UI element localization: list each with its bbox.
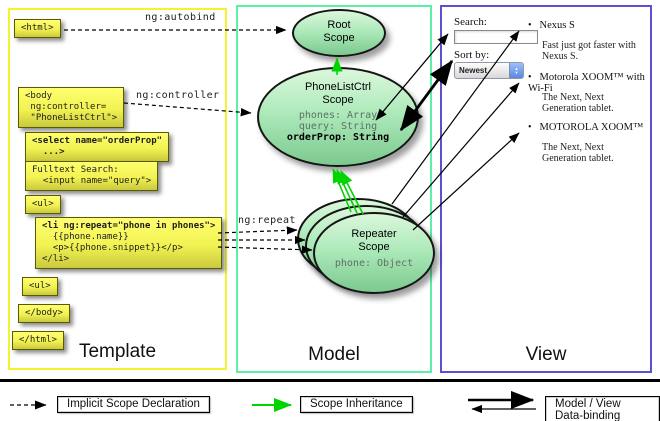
- list-item-title: •Nexus S: [528, 20, 575, 31]
- model-column-label: Model: [308, 344, 360, 365]
- code-select: <select name="orderProp" ...>: [25, 132, 170, 162]
- ng-controller-label: ng:controller: [136, 90, 220, 101]
- scope-prop-query: query: String: [298, 121, 378, 132]
- search-input[interactable]: [454, 30, 538, 44]
- code-html-close: </html>: [12, 331, 64, 350]
- code-body-open: <body ng:controller= "PhoneListCtrl">: [18, 87, 125, 128]
- root-scope-ellipse: Root Scope: [292, 9, 386, 57]
- code-body-close: </body>: [18, 304, 70, 323]
- scope-prop-phone: phone: Object: [334, 258, 414, 269]
- ng-autobind-label: ng:autobind: [145, 12, 216, 23]
- list-item-title: •MOTOROLA XOOM™: [528, 122, 644, 133]
- view-column-label: View: [525, 344, 567, 365]
- search-label: Search:: [454, 16, 487, 28]
- phonelistctrl-scope-ellipse: PhoneListCtrl Scope phones: Array query:…: [257, 67, 419, 167]
- repeater-scope-ellipse-front: Repeater Scope phone: Object: [313, 212, 435, 294]
- code-html-open: <html>: [14, 19, 61, 38]
- legend-implicit-scope: Implicit Scope Declaration: [57, 396, 210, 413]
- legend-separator: [0, 379, 660, 382]
- legend-data-binding: Model / View Data-binding: [545, 396, 660, 421]
- ng-repeat-label: ng:repeat: [238, 215, 296, 226]
- model-column: Model: [236, 5, 432, 373]
- code-ul-open: <ul>: [25, 195, 61, 214]
- legend-scope-inheritance: Scope Inheritance: [300, 396, 413, 413]
- root-scope-title: Root Scope: [323, 19, 355, 44]
- view-column: View Search: Sort by: Newest ▲▼ •Nexus S…: [440, 5, 652, 373]
- list-item-desc: Fast just got faster with Nexus S.: [542, 40, 636, 62]
- phonelistctrl-scope-title: PhoneListCtrl Scope: [304, 81, 372, 106]
- code-fulltext-search: Fulltext Search: <input name="query">: [25, 161, 159, 191]
- bullet-icon: •: [528, 122, 532, 133]
- template-column-label: Template: [78, 341, 157, 362]
- scope-prop-phones: phones: Array: [298, 110, 378, 121]
- list-item-desc: The Next, Next Generation tablet.: [542, 142, 614, 164]
- sort-dropdown-value: Newest: [459, 66, 488, 75]
- code-ul-close: <ul>: [22, 277, 58, 296]
- dropdown-stepper-icon: ▲▼: [509, 63, 523, 78]
- code-li-repeat: <li ng:repeat="phone in phones"> {{phone…: [35, 217, 223, 269]
- bullet-icon: •: [528, 20, 532, 31]
- sort-by-label: Sort by:: [454, 49, 490, 61]
- list-item-title: •Motorola XOOM™ with Wi-Fi: [528, 72, 645, 94]
- sort-dropdown[interactable]: Newest ▲▼: [454, 62, 524, 79]
- repeater-scope-title: Repeater Scope: [351, 228, 397, 253]
- list-item-desc: The Next, Next Generation tablet.: [542, 92, 614, 114]
- bullet-icon: •: [528, 72, 532, 83]
- scope-prop-orderprop: orderProp: String: [286, 132, 390, 143]
